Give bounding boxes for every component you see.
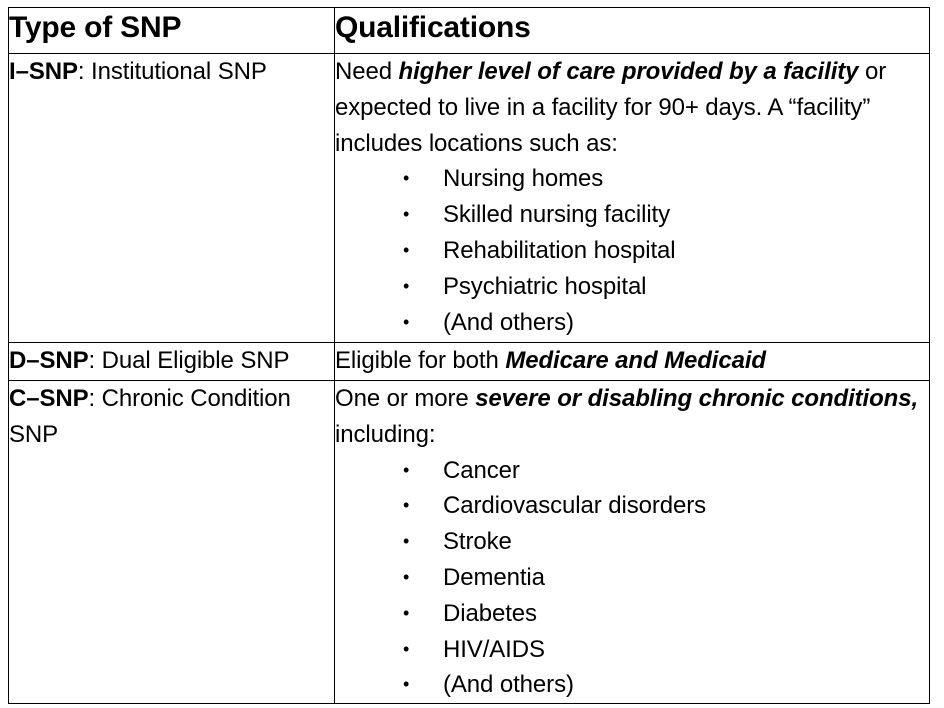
qual-text-emphasis: Medicare and Medicaid: [505, 347, 766, 374]
column-header-qualifications: Qualifications: [334, 7, 930, 54]
table-header: Type of SNP Qualifications: [8, 7, 930, 54]
bullet-icon: •: [403, 602, 410, 623]
qualification-paragraph-i-snp: Need higher level of care provided by a …: [335, 54, 929, 161]
bullet-icon: •: [403, 638, 410, 659]
list-item: • Nursing homes: [335, 161, 929, 197]
list-item: • (And others): [335, 305, 929, 341]
list-item: • Dementia: [335, 560, 929, 596]
list-item-label: Dementia: [443, 563, 545, 591]
qualification-bullet-list-i-snp: • Nursing homes • Skilled nursing facility…: [335, 161, 929, 340]
column-header-qualifications-label: Qualifications: [335, 11, 531, 44]
snp-separator-i-snp: :: [77, 58, 92, 85]
list-item: • (And others): [335, 667, 929, 703]
list-item-label: Skilled nursing facility: [443, 201, 671, 229]
snp-name-c-snp: Chronic Condition SNP: [9, 385, 291, 448]
snp-name-i-snp: Institutional SNP: [91, 58, 267, 85]
snp-types-table: Type of SNP Qualifications I–SNP: Instit…: [8, 7, 930, 705]
list-item: • Skilled nursing facility: [335, 197, 929, 233]
table-body: I–SNP: Institutional SNP Need higher lev…: [8, 53, 930, 705]
bullet-icon: •: [403, 674, 410, 695]
list-item-label: (And others): [443, 308, 574, 336]
snp-abbr-c-snp: C–SNP: [9, 385, 89, 412]
snp-name-d-snp: Dual Eligible SNP: [101, 347, 290, 374]
table-row: D–SNP: Dual Eligible SNP Eligible for bo…: [8, 342, 930, 381]
list-item-label: Cardiovascular disorders: [443, 492, 707, 520]
list-item-label: (And others): [443, 671, 574, 699]
bullet-icon: •: [403, 495, 410, 516]
list-item-label: Psychiatric hospital: [443, 272, 647, 300]
cell-type-i-snp: I–SNP: Institutional SNP: [8, 53, 335, 343]
table-row: I–SNP: Institutional SNP Need higher lev…: [8, 53, 930, 343]
table-header-row: Type of SNP Qualifications: [8, 7, 930, 54]
bullet-icon: •: [403, 239, 410, 260]
list-item-label: Rehabilitation hospital: [443, 236, 676, 264]
list-item-label: Diabetes: [443, 599, 537, 627]
snp-type-d-snp: D–SNP: Dual Eligible SNP: [9, 343, 334, 379]
bullet-icon: •: [403, 204, 410, 225]
qual-text-emphasis: severe or disabling chronic conditions,: [475, 385, 919, 412]
snp-separator-d-snp: :: [88, 347, 102, 374]
qualification-paragraph-c-snp: One or more severe or disabling chronic …: [335, 381, 929, 453]
list-item: • Rehabilitation hospital: [335, 233, 929, 269]
cell-type-c-snp: C–SNP: Chronic Condition SNP: [8, 379, 335, 705]
cell-qualifications-d-snp: Eligible for both Medicare and Medicaid: [334, 342, 930, 381]
cell-qualifications-i-snp: Need higher level of care provided by a …: [334, 53, 930, 343]
bullet-icon: •: [403, 168, 410, 189]
qualification-bullet-list-c-snp: • Cancer • Cardiovascular disorders • Strok…: [335, 453, 929, 704]
snp-type-c-snp: C–SNP: Chronic Condition SNP: [9, 381, 334, 453]
bullet-icon: •: [403, 566, 410, 587]
snp-type-i-snp: I–SNP: Institutional SNP: [9, 54, 334, 90]
qual-text-regular: Eligible for both: [335, 347, 506, 374]
bullet-icon: •: [403, 531, 410, 552]
cell-qualifications-c-snp: One or more severe or disabling chronic …: [334, 379, 930, 705]
list-item: • Psychiatric hospital: [335, 269, 929, 305]
list-item-label: HIV/AIDS: [443, 635, 545, 663]
list-item-label: Stroke: [443, 528, 512, 556]
snp-abbr-d-snp: D–SNP: [9, 347, 89, 374]
list-item-label: Cancer: [443, 456, 520, 484]
list-item: • Diabetes: [335, 596, 929, 632]
table-row: C–SNP: Chronic Condition SNP One or more…: [8, 379, 930, 705]
qual-text-regular-2: including:: [335, 420, 436, 448]
qual-text-regular: Need: [335, 58, 399, 85]
list-item: • Stroke: [335, 524, 929, 560]
qual-text-emphasis: higher level of care provided by a facil…: [398, 58, 859, 85]
list-item: • Cardiovascular disorders: [335, 488, 929, 524]
list-item-label: Nursing homes: [443, 165, 604, 193]
bullet-icon: •: [403, 311, 410, 332]
list-item: • Cancer: [335, 453, 929, 489]
bullet-icon: •: [403, 275, 410, 296]
qual-text-regular-2: or expected to live in a facility for 90…: [335, 58, 887, 157]
snp-abbr-i-snp: I–SNP: [9, 58, 78, 85]
cell-type-d-snp: D–SNP: Dual Eligible SNP: [8, 342, 335, 381]
snp-separator-c-snp: :: [88, 385, 102, 412]
column-header-type: Type of SNP: [8, 7, 335, 54]
list-item: • HIV/AIDS: [335, 632, 929, 668]
bullet-icon: •: [403, 459, 410, 480]
qual-text-regular: One or more: [335, 385, 476, 412]
column-header-type-label: Type of SNP: [9, 11, 182, 44]
qualification-paragraph-d-snp: Eligible for both Medicare and Medicaid: [335, 343, 929, 379]
